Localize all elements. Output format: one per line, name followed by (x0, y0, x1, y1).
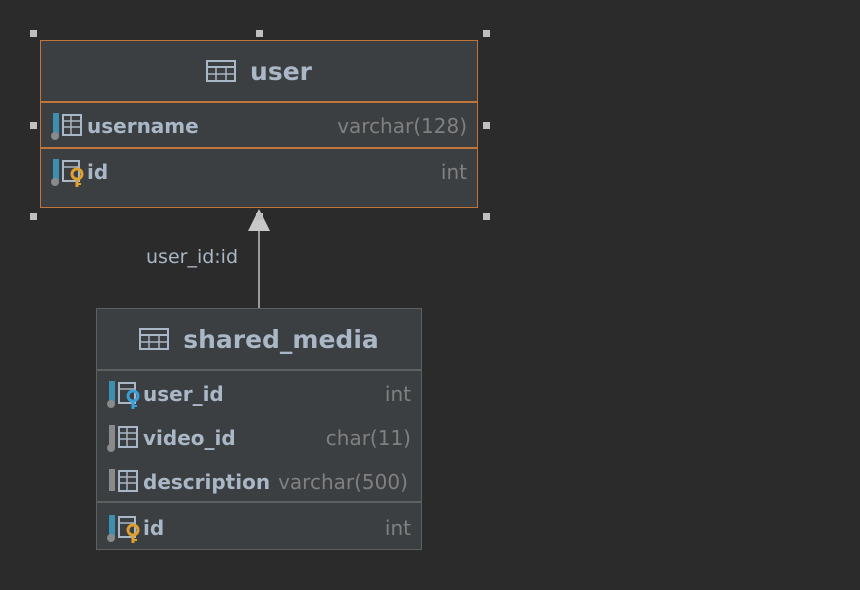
table-name: shared_media (183, 324, 379, 354)
resize-handle-ne[interactable] (483, 30, 490, 37)
resize-handle-se[interactable] (483, 213, 490, 220)
table-icon (206, 60, 237, 82)
column-name: id (143, 516, 165, 540)
column-type: varchar(500) (278, 470, 408, 494)
foreign-key-icon (107, 381, 140, 409)
table-name: user (250, 56, 312, 86)
primary-key-icon (51, 159, 84, 187)
column-row-user-id[interactable]: user_id int (97, 377, 421, 411)
column-row-username[interactable]: username varchar(128) (41, 109, 477, 143)
table-header[interactable]: user (41, 41, 477, 103)
column-type: varchar(128) (337, 114, 467, 138)
table-header[interactable]: shared_media (97, 309, 421, 371)
column-type: int (384, 382, 411, 406)
column-row-id[interactable]: id int (97, 511, 421, 545)
resize-handle-w[interactable] (30, 122, 37, 129)
relationship-arrowhead (248, 209, 270, 231)
column-name: video_id (143, 426, 236, 450)
resize-handle-nw[interactable] (30, 30, 37, 37)
section-divider (41, 147, 477, 149)
resize-handle-sw[interactable] (30, 213, 37, 220)
column-row-id[interactable]: id int (41, 155, 477, 189)
table-shared-media[interactable]: shared_media user_id int video_id char(1… (96, 308, 422, 550)
column-icon (107, 425, 138, 452)
column-name: description (143, 470, 271, 494)
table-icon (139, 328, 170, 350)
column-row-video-id[interactable]: video_id char(11) (97, 421, 421, 455)
column-type: char(11) (325, 426, 411, 450)
column-type: int (440, 160, 467, 184)
primary-key-icon (107, 515, 140, 543)
column-name: username (87, 114, 199, 138)
resize-handle-e[interactable] (483, 122, 490, 129)
column-type: int (384, 516, 411, 540)
column-row-description[interactable]: description varchar(500) (97, 465, 421, 499)
column-icon (51, 113, 82, 140)
section-divider (97, 501, 421, 503)
column-name: id (87, 160, 109, 184)
resize-handle-s[interactable] (256, 213, 263, 220)
column-name: user_id (143, 382, 224, 406)
resize-handle-n[interactable] (256, 30, 263, 37)
column-icon (109, 469, 138, 492)
table-user[interactable]: user username varchar(128) id int (40, 40, 478, 208)
relationship-label: user_id:id (146, 246, 239, 268)
